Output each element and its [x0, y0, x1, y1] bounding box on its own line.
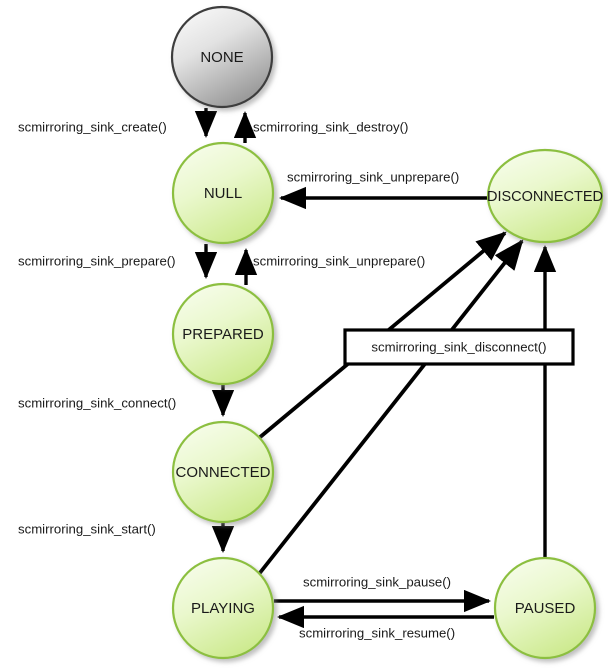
edge-label-prepare: scmirroring_sink_prepare(): [18, 253, 176, 268]
edge-label-destroy: scmirroring_sink_destroy(): [253, 119, 408, 134]
node-disconnected[interactable]: DISCONNECTED: [486, 148, 604, 244]
disconnect-box[interactable]: scmirroring_sink_disconnect(): [343, 328, 575, 366]
node-prepared[interactable]: PREPARED: [171, 282, 275, 386]
node-prepared-label: PREPARED: [182, 326, 264, 343]
node-disconnected-shape: [486, 148, 604, 244]
node-null-label: NULL: [204, 185, 242, 202]
node-disconnected-label: DISCONNECTED: [487, 189, 603, 205]
edge-label-pause: scmirroring_sink_pause(): [303, 574, 451, 589]
node-paused-label: PAUSED: [515, 600, 576, 617]
nodes-layer: NONE NULL DISCONNECTED PREPARED CONNECTE…: [170, 5, 604, 660]
edges-layer: [194, 108, 557, 629]
disconnect-box-rect: [343, 328, 575, 366]
edge-labels-layer: scmirroring_sink_create() scmirroring_si…: [18, 119, 459, 640]
edge-disconnect-playing-line: [257, 239, 524, 576]
edge-label-unprepare-from-disconnected: scmirroring_sink_unprepare(): [287, 169, 459, 184]
disconnect-box-label: scmirroring_sink_disconnect(): [371, 339, 546, 354]
edge-label-unprepare-from-prepared: scmirroring_sink_unprepare(): [253, 253, 425, 268]
node-playing-shape: [171, 556, 275, 660]
edge-disconnect-from-playing[interactable]: [257, 239, 524, 576]
edge-label-connect: scmirroring_sink_connect(): [18, 395, 176, 410]
node-null[interactable]: NULL: [171, 141, 275, 245]
node-none-shape: [170, 5, 274, 109]
node-connected[interactable]: CONNECTED: [171, 420, 275, 524]
node-prepared-shape: [171, 282, 275, 386]
node-none[interactable]: NONE: [170, 5, 274, 109]
edge-label-create: scmirroring_sink_create(): [18, 119, 167, 134]
edge-label-start: scmirroring_sink_start(): [18, 521, 156, 536]
node-playing-label: PLAYING: [191, 600, 255, 617]
node-paused[interactable]: PAUSED: [493, 556, 597, 660]
edge-label-resume: scmirroring_sink_resume(): [299, 625, 455, 640]
node-connected-shape: [171, 420, 275, 524]
node-playing[interactable]: PLAYING: [171, 556, 275, 660]
node-connected-label: CONNECTED: [175, 464, 270, 481]
node-paused-shape: [493, 556, 597, 660]
node-null-shape: [171, 141, 275, 245]
node-none-label: NONE: [200, 49, 243, 66]
